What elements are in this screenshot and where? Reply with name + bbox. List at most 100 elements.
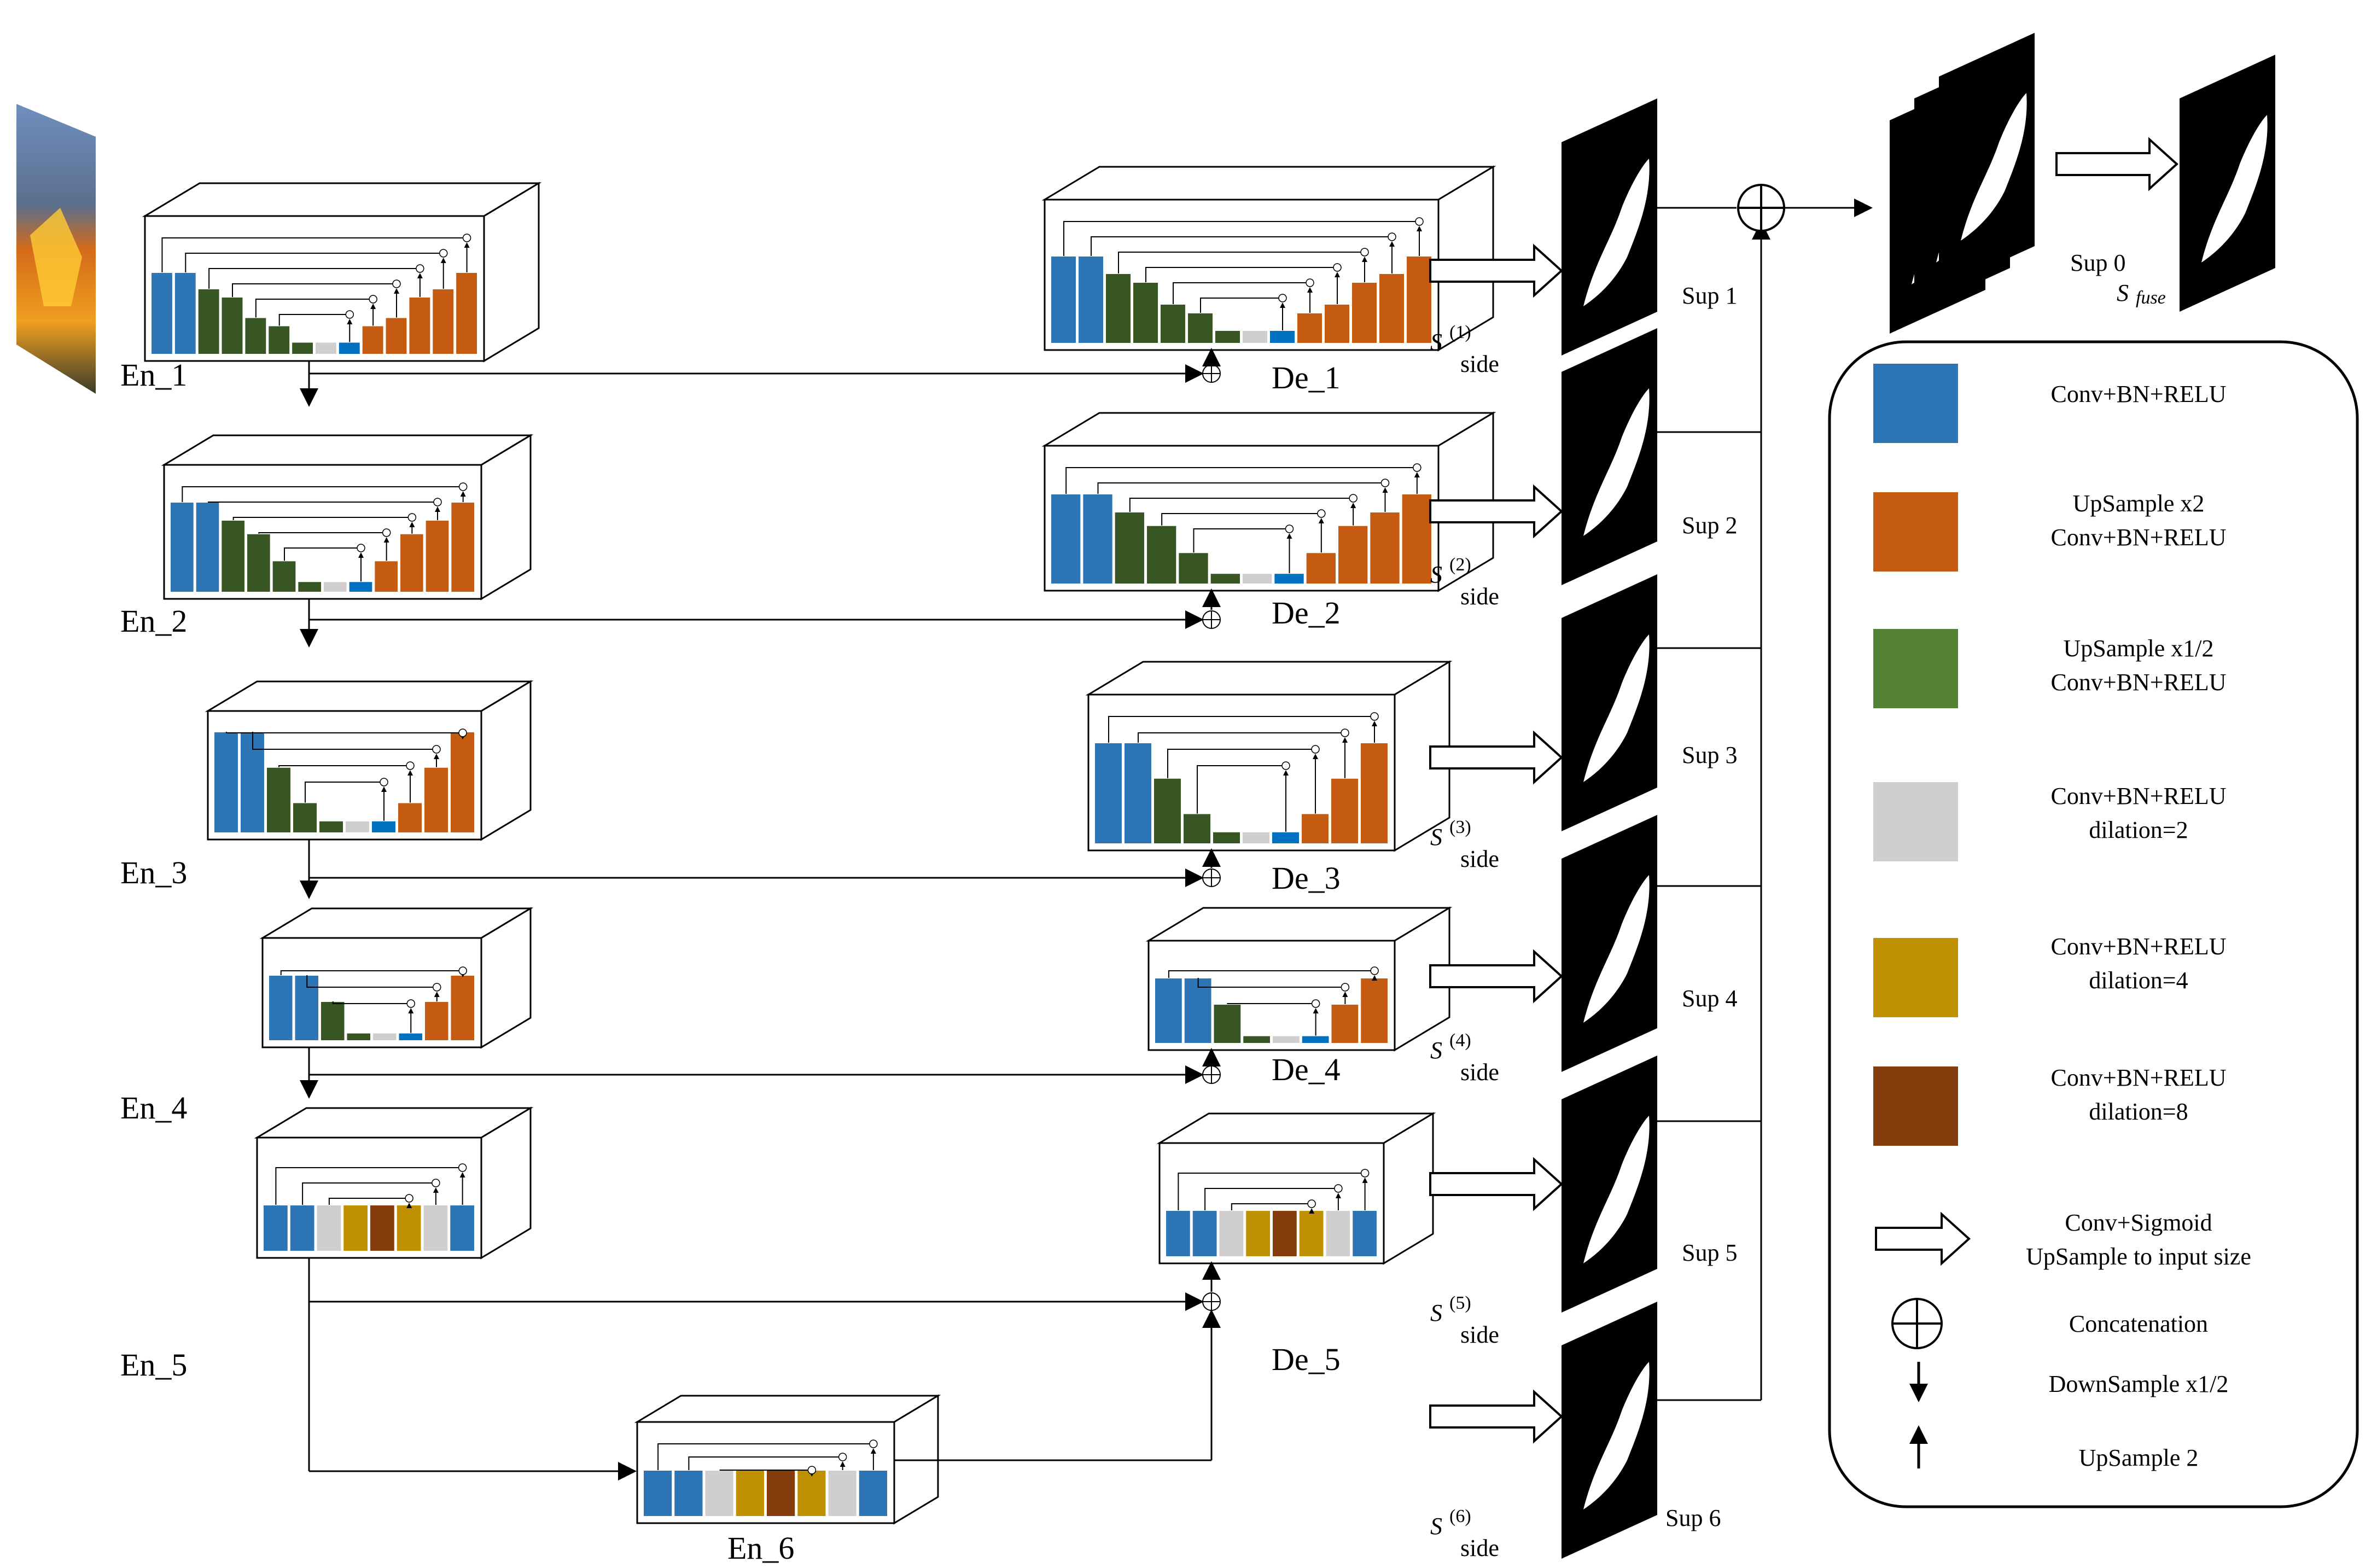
layer-bar xyxy=(395,1204,422,1252)
layer-bar xyxy=(1165,1210,1191,1257)
layer-bar xyxy=(1082,493,1114,585)
legend-concat-icon xyxy=(1891,1298,1943,1349)
layer-bar xyxy=(1406,255,1432,344)
layer-bar xyxy=(1369,511,1401,585)
layer-bar xyxy=(1301,1035,1330,1044)
saliency-map-sup1 xyxy=(1562,98,1657,355)
layer-bar xyxy=(1105,273,1132,344)
side-output-arrow xyxy=(1429,243,1563,298)
sup-label: Sup 1 xyxy=(1682,282,1737,309)
side-superscript: (3) xyxy=(1449,817,1471,837)
layer-bar xyxy=(1160,304,1186,344)
layer-bar xyxy=(704,1470,735,1517)
side-superscript: (6) xyxy=(1449,1506,1471,1526)
final-saliency-map xyxy=(2180,55,2275,312)
layer-bar xyxy=(1146,524,1178,585)
layer-bar xyxy=(397,802,423,833)
layer-bar xyxy=(1077,255,1104,344)
encoder-label: En_2 xyxy=(120,603,187,639)
legend-swatch xyxy=(1873,1066,1958,1146)
layer-bar xyxy=(1378,273,1405,344)
sup-label: Sup 6 xyxy=(1665,1505,1721,1531)
layer-bar xyxy=(268,975,294,1041)
layer-bar xyxy=(369,1204,395,1252)
side-superscript: (4) xyxy=(1449,1030,1471,1051)
side-symbol: S xyxy=(1430,1513,1442,1540)
layer-bar xyxy=(1183,977,1213,1044)
concat-symbol xyxy=(1202,1065,1221,1084)
layer-bar xyxy=(1273,573,1305,585)
layer-bar xyxy=(1178,552,1209,585)
layer-bar xyxy=(1360,977,1389,1044)
legend-label: DownSample x1/2 xyxy=(2049,1371,2229,1397)
fuse-symbol: S xyxy=(2117,279,2129,306)
decoder-label: De_4 xyxy=(1272,1052,1341,1087)
layer-bar xyxy=(449,1204,475,1252)
decoder-label: De_3 xyxy=(1272,860,1341,896)
side-output-arrow xyxy=(1429,730,1563,785)
layer-bar xyxy=(195,502,220,593)
layer-bar xyxy=(348,581,374,593)
side-superscript: (5) xyxy=(1449,1293,1471,1313)
encoder-label: En_1 xyxy=(120,357,187,393)
layer-bar xyxy=(1305,552,1337,585)
saliency-map-sup5 xyxy=(1562,1056,1657,1313)
decoder-label: De_5 xyxy=(1272,1342,1341,1377)
side-subscript: side xyxy=(1460,1321,1499,1348)
layer-bar xyxy=(450,502,475,593)
layer-bar xyxy=(432,288,455,355)
side-symbol: S xyxy=(1430,561,1442,588)
layer-bar xyxy=(1191,1210,1218,1257)
side-output-arrow xyxy=(1429,484,1563,539)
layer-bar xyxy=(220,520,246,593)
sup-label: Sup 4 xyxy=(1682,985,1737,1012)
layer-bar xyxy=(1213,1004,1242,1044)
fused-map-stack xyxy=(1939,33,2035,290)
side-symbol: S xyxy=(1430,1037,1442,1064)
layer-bar xyxy=(796,1470,827,1517)
layer-bar xyxy=(297,581,322,593)
layer-bar xyxy=(244,317,267,355)
sup-label: Sup 2 xyxy=(1682,512,1737,539)
concat-symbol xyxy=(1202,868,1221,887)
layer-bar xyxy=(342,1204,369,1252)
layer-bar xyxy=(323,581,348,593)
layer-bar xyxy=(150,272,173,355)
layer-bar xyxy=(1360,742,1389,844)
layer-bar xyxy=(263,1204,289,1252)
layer-bar xyxy=(246,533,271,593)
legend-label: Concatenation xyxy=(2069,1310,2208,1337)
layer-bar xyxy=(384,317,408,355)
side-output-arrow xyxy=(1429,949,1563,1004)
layer-bar xyxy=(1351,282,1378,344)
side-output-label: S(5)side xyxy=(1430,1293,1499,1348)
legend-label: UpSample x1/2 xyxy=(2064,635,2214,662)
layer-bar xyxy=(408,296,432,355)
layer-bar xyxy=(1154,977,1183,1044)
encoder-label: En_5 xyxy=(120,1347,187,1383)
side-output-arrow xyxy=(1429,1157,1563,1211)
decoder-label: De_2 xyxy=(1272,595,1341,631)
saliency-map-sup6 xyxy=(1562,1302,1657,1559)
layer-bar xyxy=(1242,330,1268,344)
layer-bar xyxy=(345,820,370,834)
layer-bar xyxy=(1242,831,1271,845)
layer-bar xyxy=(1050,255,1077,344)
layer-bar xyxy=(213,731,239,833)
side-symbol: S xyxy=(1430,824,1442,850)
rsu-block-en1 xyxy=(142,182,542,363)
layer-bar xyxy=(1218,1210,1245,1257)
legend-side-arrow xyxy=(1875,1211,1971,1266)
rsu-block-de2 xyxy=(1041,411,1496,592)
layer-bar xyxy=(455,272,479,355)
side-superscript: (1) xyxy=(1449,322,1471,342)
side-output-arrow xyxy=(1429,1389,1563,1444)
layer-bar xyxy=(424,520,450,593)
saliency-map-sup4 xyxy=(1562,815,1657,1072)
layer-bar xyxy=(1114,511,1145,585)
layer-bar xyxy=(1330,777,1359,844)
layer-bar xyxy=(1325,1210,1351,1257)
layer-bar xyxy=(1123,742,1152,844)
layer-bar xyxy=(371,820,397,834)
